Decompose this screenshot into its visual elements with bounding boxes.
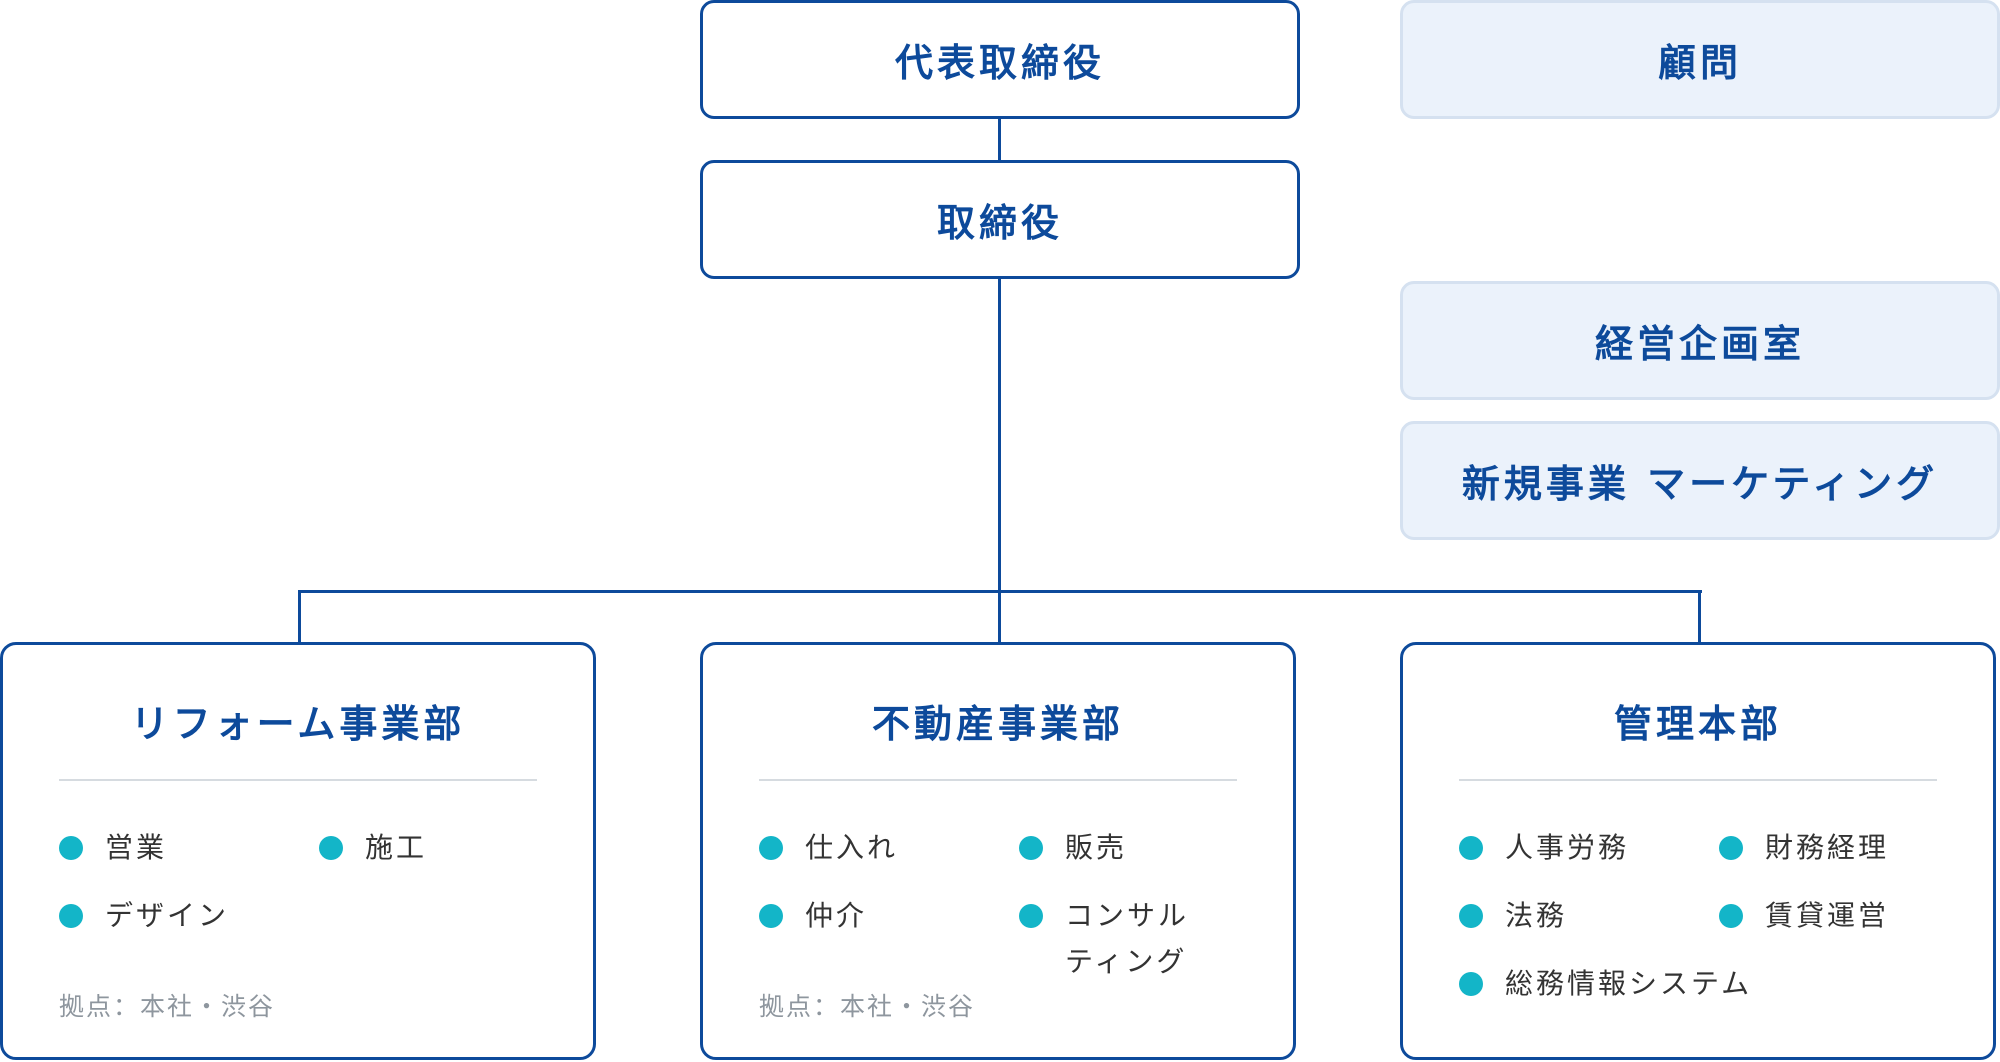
list-item-label: 総務情報システム <box>1505 967 1753 1000</box>
department-title: 管理本部 <box>1613 702 1782 746</box>
list-item: 賃貸運営 <box>1719 893 1969 939</box>
list-item: コンサルティング <box>1019 893 1219 985</box>
bullet-dot-icon <box>1019 904 1043 928</box>
divider <box>759 779 1237 781</box>
list-item: 販売 <box>1019 825 1269 871</box>
department-reform: リフォーム事業部 営業 施工 デザイン 拠点：本社・渋谷 <box>0 642 596 1060</box>
list-item: デザイン <box>59 893 309 939</box>
ceo-box: 代表取締役 <box>700 0 1300 119</box>
divider <box>59 779 537 781</box>
bullet-dot-icon <box>1459 904 1483 928</box>
divider <box>1459 779 1937 781</box>
directors-box: 取締役 <box>700 160 1300 279</box>
bullet-dot-icon <box>1719 836 1743 860</box>
connector-realestate <box>998 590 1001 644</box>
list-item-label: コンサルティング <box>1065 899 1190 978</box>
connector-admin <box>1698 590 1701 644</box>
list-item-label: 販売 <box>1065 831 1128 864</box>
bullet-dot-icon <box>1719 904 1743 928</box>
bullet-dot-icon <box>1019 836 1043 860</box>
department-real-estate: 不動産事業部 仕入れ 販売 仲介 コンサルティング 拠点：本社・渋谷 <box>700 642 1296 1060</box>
base-location: 拠点：本社・渋谷 <box>59 992 276 1021</box>
list-item: 人事労務 <box>1459 825 1709 871</box>
list-item-label: 法務 <box>1505 899 1568 932</box>
list-item: 仕入れ <box>759 825 1009 871</box>
connector-directors-trunk <box>998 277 1001 591</box>
bullet-dot-icon <box>759 904 783 928</box>
list-item: 営業 <box>59 825 309 871</box>
bullet-dot-icon <box>59 836 83 860</box>
bullet-dot-icon <box>59 904 83 928</box>
department-title: リフォーム事業部 <box>130 702 466 746</box>
list-item: 総務情報システム <box>1459 961 1859 1007</box>
advisor-box: 顧問 <box>1400 0 2000 119</box>
connector-ceo-directors <box>998 118 1001 162</box>
base-location: 拠点：本社・渋谷 <box>759 992 976 1021</box>
department-title: 不動産事業部 <box>871 702 1124 746</box>
department-administration: 管理本部 人事労務 財務経理 法務 賃貸運営 総務情報システム <box>1400 642 1996 1060</box>
list-item: 法務 <box>1459 893 1709 939</box>
list-item-label: デザイン <box>105 899 230 932</box>
bullet-dot-icon <box>759 836 783 860</box>
planning-office-box: 経営企画室 <box>1400 281 2000 400</box>
list-item-label: 営業 <box>105 831 168 864</box>
bullet-dot-icon <box>1459 972 1483 996</box>
list-item-label: 財務経理 <box>1765 831 1890 864</box>
list-item: 施工 <box>319 825 569 871</box>
bullet-dot-icon <box>319 836 343 860</box>
list-item-label: 賃貸運営 <box>1765 899 1890 932</box>
list-item-label: 仲介 <box>805 899 868 932</box>
list-item-label: 仕入れ <box>805 831 899 864</box>
bullet-dot-icon <box>1459 836 1483 860</box>
list-item: 仲介 <box>759 893 1009 939</box>
connector-reform <box>298 590 301 644</box>
list-item-label: 人事労務 <box>1505 831 1630 864</box>
list-item-label: 施工 <box>365 831 428 864</box>
new-business-marketing-box: 新規事業 マーケティング <box>1400 421 2000 540</box>
list-item: 財務経理 <box>1719 825 1969 871</box>
